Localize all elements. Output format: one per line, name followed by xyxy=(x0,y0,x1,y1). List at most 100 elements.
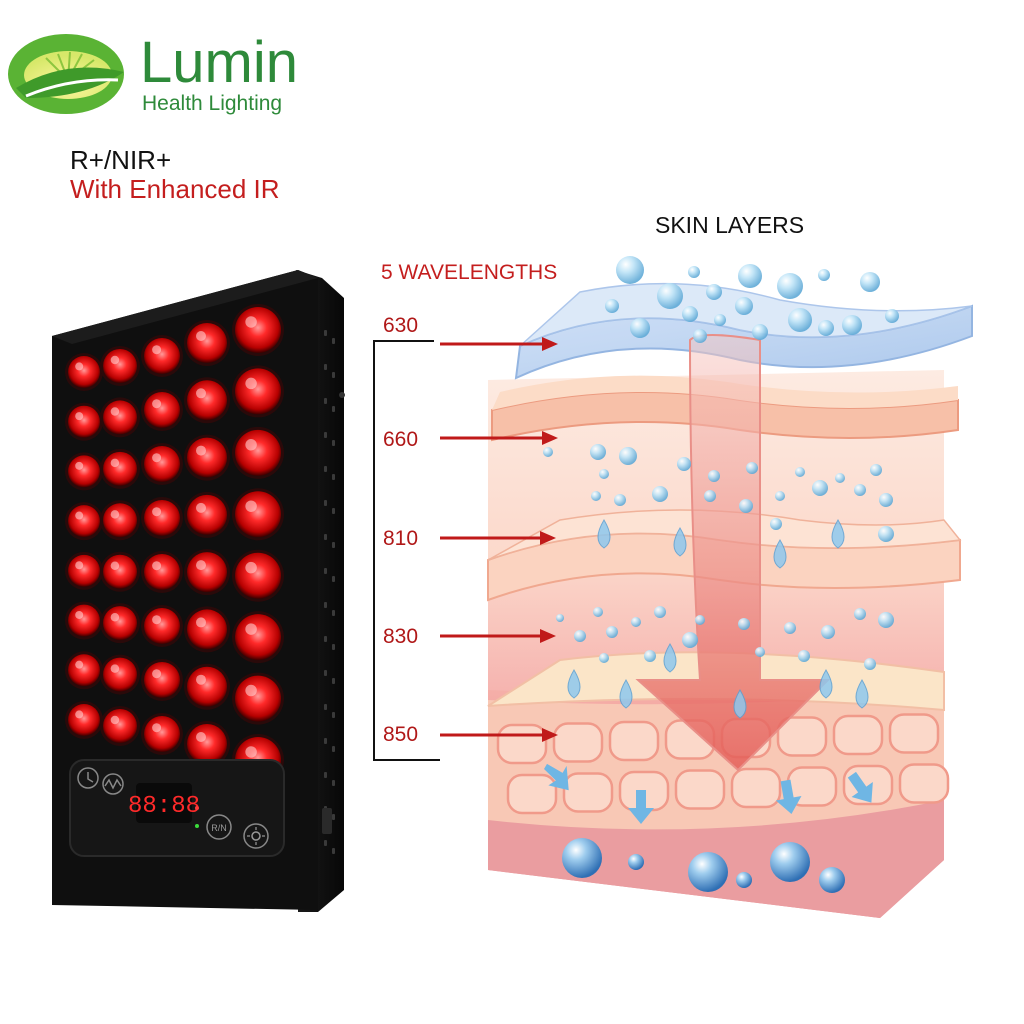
bubble xyxy=(677,457,691,471)
bubble xyxy=(599,653,609,663)
led xyxy=(184,320,230,366)
bubble xyxy=(739,499,753,513)
led xyxy=(141,443,183,485)
led xyxy=(184,491,230,538)
wavelength-arrow xyxy=(440,728,558,742)
bubble xyxy=(777,273,803,299)
water-drop-icon xyxy=(567,669,581,699)
led xyxy=(232,611,284,664)
bubble xyxy=(682,306,698,322)
bubble xyxy=(591,491,601,501)
bubble xyxy=(688,266,700,278)
bubble xyxy=(704,490,716,502)
pulse-icon[interactable] xyxy=(102,773,124,795)
bubble xyxy=(708,470,720,482)
water-drop-icon xyxy=(663,643,677,673)
led xyxy=(65,353,103,391)
led xyxy=(184,721,230,767)
water-drop-icon xyxy=(819,669,833,699)
bubble xyxy=(688,852,728,892)
led xyxy=(100,603,140,644)
led xyxy=(184,434,230,481)
led xyxy=(141,497,183,539)
brightness-icon[interactable] xyxy=(243,823,269,849)
water-drop-icon xyxy=(733,689,747,719)
led-array xyxy=(65,304,284,786)
bubble xyxy=(788,308,812,332)
led xyxy=(232,488,284,541)
led xyxy=(141,551,183,593)
bubble xyxy=(854,608,866,620)
model-name: R+/NIR+ xyxy=(70,145,172,175)
bubble xyxy=(864,658,876,670)
bubble xyxy=(652,486,668,502)
led xyxy=(65,502,103,541)
bubble xyxy=(619,447,637,465)
wavelength-arrow xyxy=(440,531,556,545)
wavelength-label: 830 xyxy=(383,625,419,648)
bubble xyxy=(714,314,726,326)
bubble xyxy=(746,462,758,474)
bubble xyxy=(738,618,750,630)
led xyxy=(100,346,140,386)
bubble xyxy=(644,650,656,662)
led xyxy=(65,452,103,491)
bubble xyxy=(631,617,641,627)
wavelength-label: 850 xyxy=(383,723,419,746)
led xyxy=(232,304,284,356)
wavelength-label: 660 xyxy=(383,428,419,451)
wavelength-label: 810 xyxy=(383,527,419,550)
led xyxy=(100,706,140,746)
svg-text:R/N: R/N xyxy=(211,823,227,833)
led xyxy=(100,551,140,592)
bubble xyxy=(755,647,765,657)
bubble xyxy=(818,269,830,281)
sunrise-leaf-logo-icon xyxy=(8,34,124,114)
led xyxy=(232,549,284,602)
bubble xyxy=(870,464,882,476)
bubble xyxy=(854,484,866,496)
bubble xyxy=(628,854,644,870)
mode-icon[interactable]: R/N xyxy=(206,814,232,840)
bubble xyxy=(860,272,880,292)
led xyxy=(232,426,284,479)
timer-icon[interactable] xyxy=(77,767,99,789)
led xyxy=(141,713,183,755)
bubble xyxy=(706,284,722,300)
bubble xyxy=(818,320,834,336)
bubble xyxy=(878,612,894,628)
led xyxy=(141,389,183,431)
led xyxy=(232,365,284,418)
bubble xyxy=(775,491,785,501)
bubble xyxy=(562,838,602,878)
bubble xyxy=(556,614,564,622)
bubble xyxy=(695,615,705,625)
wavelength-heading: 5 WAVELENGTHS xyxy=(381,261,558,284)
led xyxy=(100,500,140,541)
water-drop-icon xyxy=(831,519,845,549)
bubble xyxy=(879,493,893,507)
led xyxy=(100,448,140,489)
bubble xyxy=(738,264,762,288)
bubble xyxy=(616,256,644,284)
led xyxy=(100,397,140,438)
bubble xyxy=(770,518,782,530)
led xyxy=(232,672,284,725)
led xyxy=(65,601,103,640)
led xyxy=(184,549,230,596)
water-drop-icon xyxy=(619,679,633,709)
therapy-panel: 88:88 R/N xyxy=(52,270,345,912)
bubble xyxy=(819,867,845,893)
led xyxy=(184,663,230,710)
brand-name: Lumin xyxy=(140,30,298,95)
water-drop-icon xyxy=(673,527,687,557)
display-readout: 88:88 xyxy=(128,793,200,820)
bubble xyxy=(605,299,619,313)
bubble xyxy=(614,494,626,506)
bubble xyxy=(735,297,753,315)
led xyxy=(184,606,230,653)
led xyxy=(65,402,103,441)
bubble xyxy=(812,480,828,496)
water-drop-icon xyxy=(773,539,787,569)
